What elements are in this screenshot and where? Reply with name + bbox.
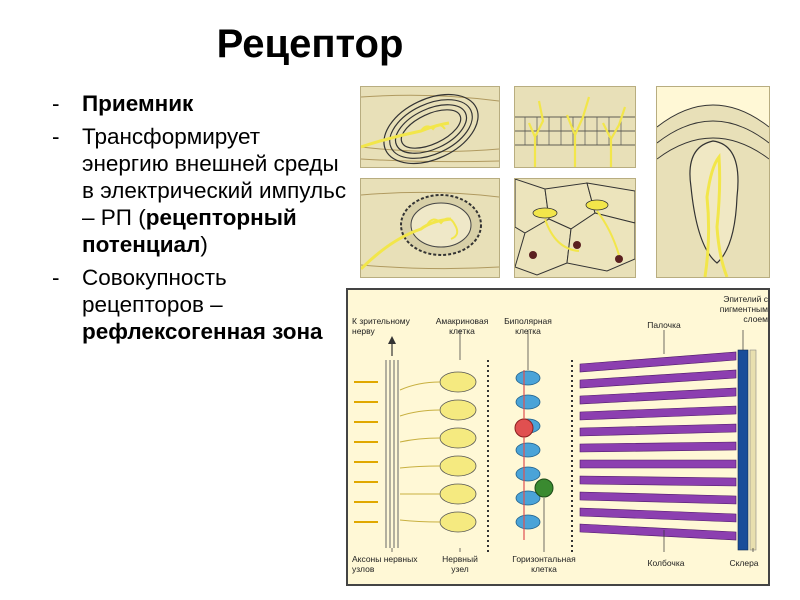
receptor-illustration-corpuscle bbox=[360, 178, 500, 278]
bullet-dash: - bbox=[52, 124, 60, 149]
retina-diagram: К зрительному нерву Амакриновая клетка Б… bbox=[346, 288, 770, 586]
bullet-dash: - bbox=[52, 91, 60, 116]
bullet-text: Приемник bbox=[82, 91, 194, 116]
label-horizontal: Горизонтальная клетка bbox=[512, 554, 576, 574]
label-pigment-epithelium: Эпителий с пигментным слоем bbox=[719, 294, 768, 324]
receptor-illustration-cells bbox=[514, 178, 636, 278]
bullet-item: - Трансформирует энергию внешней среды в… bbox=[52, 123, 352, 258]
bullet-text: Совокупность рецепторов – bbox=[82, 265, 227, 317]
label-rod: Палочка bbox=[647, 320, 681, 330]
bullet-list: - Приемник - Трансформирует энергию внеш… bbox=[52, 90, 352, 351]
bullet-bold-text: рефлексогенная зона bbox=[82, 319, 323, 344]
label-cone: Колбочка bbox=[647, 558, 685, 568]
bullet-dash: - bbox=[52, 265, 60, 290]
bullet-text: Трансформирует энергию внешней среды в э… bbox=[82, 124, 347, 230]
receptor-illustration-lamellar bbox=[360, 86, 500, 168]
label-sclera: Склера bbox=[729, 558, 759, 568]
bullet-text-end: ) bbox=[200, 232, 208, 257]
bullet-item: - Приемник bbox=[52, 90, 352, 117]
label-amacrine: Амакриновая клетка bbox=[435, 316, 489, 336]
receptor-illustration-free-endings bbox=[514, 86, 636, 168]
bullet-item: - Совокупность рецепторов – рефлексогенн… bbox=[52, 264, 352, 345]
bullet-bold-text: рецепторный потенциал bbox=[82, 205, 297, 257]
label-axons: Аксоны нервных узлов bbox=[352, 554, 418, 574]
label-ganglion: Нервный узел bbox=[442, 554, 478, 574]
page-title: Рецептор bbox=[216, 22, 404, 66]
label-bipolar: Биполярная клетка bbox=[504, 316, 552, 336]
receptor-illustration-encapsulated-tall bbox=[656, 86, 770, 278]
label-optic-nerve: К зрительному нерву bbox=[352, 316, 410, 336]
